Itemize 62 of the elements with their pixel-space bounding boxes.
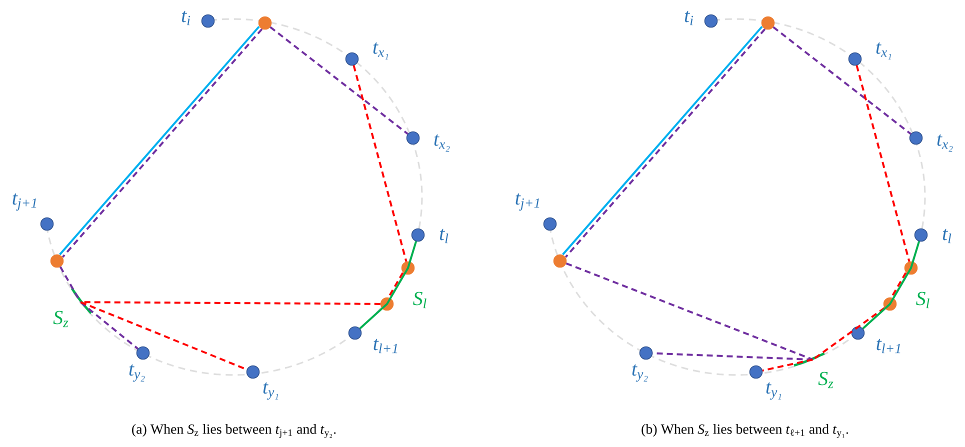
dot: [914, 228, 928, 242]
point-label: t$_{x₁}$: [373, 42, 388, 60]
dashed-line: [890, 272, 907, 298]
dot: [40, 217, 54, 231]
point-label: t$_{l+1}$: [876, 338, 900, 354]
dot: [246, 365, 260, 379]
dashed-line: [566, 262, 814, 360]
dot: [851, 326, 865, 340]
line: [359, 241, 418, 330]
dot: [201, 14, 215, 28]
dot: [761, 16, 775, 30]
dot: [909, 131, 923, 145]
dot: [704, 14, 718, 28]
dot: [848, 52, 862, 66]
point-label: t$_{j+1}$: [516, 193, 540, 211]
dashed-line: [80, 302, 138, 350]
dot: [345, 52, 359, 66]
dot: [639, 346, 653, 360]
point-label: t$_{j+1}$: [12, 193, 36, 211]
point-label: t$_{y₁}$: [766, 382, 782, 400]
point-label: S$_{z}$: [818, 372, 834, 388]
dashed-line: [812, 307, 886, 360]
dot: [258, 16, 272, 30]
point-label: t$_{x₂}$: [434, 134, 450, 152]
dashed-line: [270, 26, 408, 135]
segment-label: S$_{l}$: [412, 290, 428, 310]
point-label: t$_{l+1}$: [374, 338, 398, 354]
point-label: t$_{y₂}$: [632, 364, 648, 382]
dot: [50, 254, 64, 268]
segment-label: S$_{l}$: [914, 290, 932, 310]
dashed-line: [762, 358, 813, 372]
point-label: t$_{x₁}$: [876, 42, 892, 60]
dot: [380, 297, 394, 311]
dot: [883, 297, 897, 311]
caption: (a) When S$_{z}$ lies between t$_{j+1}$ and t$_{y₂}$.: [132, 424, 336, 438]
dot: [401, 261, 415, 275]
point-label: t$_{y₂}$: [129, 364, 145, 382]
dot: [543, 217, 557, 231]
point-label: t$_{i}$: [182, 10, 190, 26]
point-label: S$_{z}$: [53, 310, 68, 328]
arc: [794, 352, 825, 367]
caption: (b) When S$_{z}$ lies between t$_{ℓ+1}$ and t$_{y₁}$.: [642, 424, 848, 438]
dot: [406, 131, 420, 145]
dot: [749, 365, 763, 379]
point-label: t$_{x₂}$: [937, 134, 953, 152]
dashed-line: [388, 272, 404, 298]
dot: [411, 228, 425, 242]
point-label: t$_{l}$: [942, 228, 952, 244]
dot: [904, 261, 918, 275]
dashed-line: [352, 65, 408, 262]
line: [862, 241, 920, 330]
point-label: t$_{y₁}$: [263, 382, 278, 400]
dot: [136, 346, 150, 360]
dashed-line: [59, 266, 82, 302]
dot: [553, 254, 567, 268]
dashed-line: [772, 26, 912, 135]
dot: [348, 326, 362, 340]
point-label: t$_{i}$: [684, 10, 694, 26]
dashed-line: [856, 65, 910, 262]
arc: [70, 288, 92, 314]
dashed-line: [652, 352, 813, 361]
point-label: t$_{l}$: [440, 228, 448, 244]
